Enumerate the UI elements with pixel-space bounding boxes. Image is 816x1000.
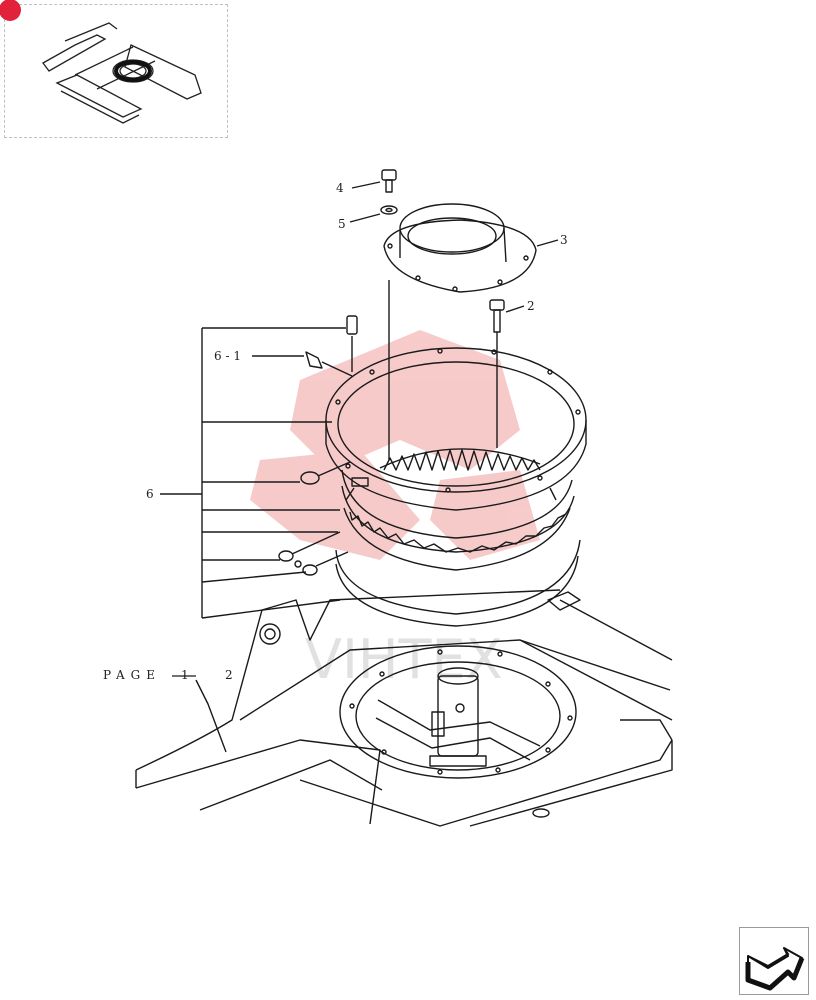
part-6-pin[interactable] (346, 315, 358, 372)
frame-mounting-ring (339, 645, 577, 779)
center-swivel-joint (375, 667, 541, 767)
part-6-bracket (160, 327, 346, 619)
next-page-button[interactable] (739, 927, 809, 995)
leader-3 (536, 239, 559, 247)
callout-2[interactable]: 2 (527, 299, 535, 313)
thumbnail-badge (0, 0, 21, 21)
leader-4 (351, 181, 381, 189)
callout-5[interactable]: 5 (338, 217, 346, 231)
leader-5 (349, 213, 381, 223)
callout-6-1[interactable]: 6 - 1 (214, 349, 241, 363)
part-2-bolt[interactable] (489, 299, 505, 333)
part-5-washer[interactable] (380, 205, 398, 215)
page-ref-number: 1 (181, 668, 189, 682)
callout-4[interactable]: 4 (336, 181, 344, 195)
part-6-spacers[interactable] (278, 531, 349, 576)
part-4-bolt[interactable] (381, 169, 397, 193)
leader-2 (505, 305, 525, 313)
callout-3[interactable]: 3 (560, 233, 568, 247)
callout-6[interactable]: 6 (146, 487, 154, 501)
page-ref-label: PAGE (103, 668, 161, 682)
excavator-thumbnail-icon (42, 22, 202, 124)
page-ref-sub: 2 (225, 668, 233, 682)
part-3-cover-flange[interactable] (383, 203, 537, 293)
watermark-text: VIHTEX (305, 628, 503, 691)
page-ref-leader (195, 679, 227, 753)
upper-frame (135, 589, 673, 827)
part-6-plug[interactable] (300, 461, 351, 485)
part-6-swing-bearing[interactable] (325, 347, 587, 627)
page-reference[interactable]: PAGE 1 2 (103, 668, 233, 682)
next-page-arrow-icon (745, 947, 805, 991)
part-6-1-grease-nipple[interactable] (305, 351, 353, 377)
overview-thumbnail[interactable] (0, 0, 228, 138)
